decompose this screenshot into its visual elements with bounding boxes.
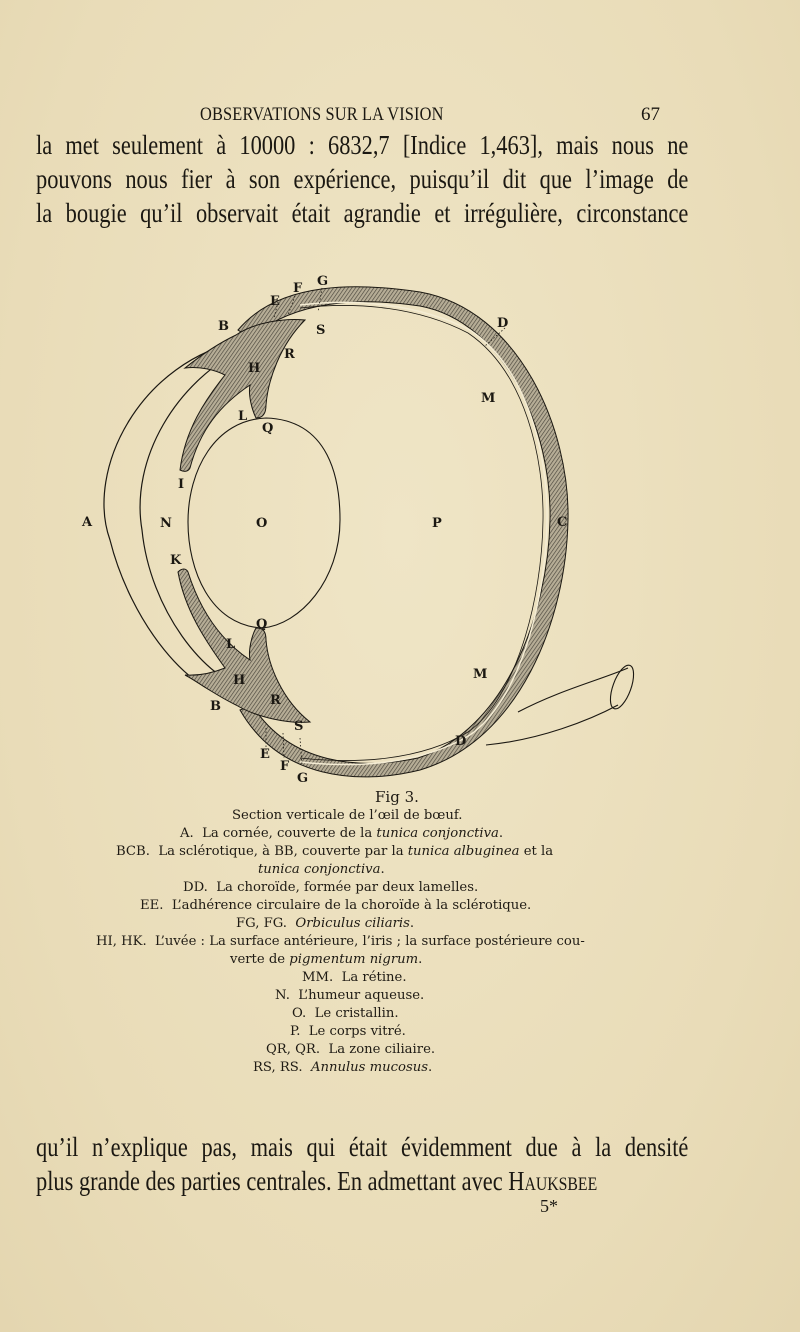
label-C: C [557,515,567,530]
eye-section-figure: A B B C D D E E F F G G H H I K L L M M … [0,250,800,790]
page-number: 67 [641,104,660,125]
running-title: OBSERVATIONS SUR LA VISION [200,104,444,125]
label-B-bottom: B [210,699,221,714]
label-F-top: F [293,281,303,296]
text-line: la met seulement à 10000 : 6832,7 [Indic… [36,130,689,160]
legend-item-HI-HK-cont: verte de pigmentum nigrum. [230,952,423,967]
text-line: qu’il n’explique pas, mais qui était évi… [36,1132,689,1162]
paragraph-bottom: qu’il n’explique pas, mais qui était évi… [36,1130,688,1198]
signature-mark: 5* [540,1196,558,1216]
cornea-inner-arc [139,344,251,691]
optic-nerve [485,667,629,746]
legend-item-A: A. La cornée, couverte de la tunica conj… [180,826,504,841]
legend-item-DD: DD. La choroïde, formée par deux lamelle… [183,880,479,895]
label-R-bottom: R [270,693,281,708]
label-Q-bottom: Q [256,617,267,632]
legend-item-O: O. Le cristallin. [292,1006,399,1021]
running-head: OBSERVATIONS SUR LA VISION 67 [0,104,800,128]
legend-item-N: N. L’humeur aqueuse. [275,988,425,1003]
text-line: la bougie qu’il observait était agrandie… [36,198,689,228]
label-K: K [170,553,182,568]
legend-item-QR: QR, QR. La zone ciliaire. [266,1042,436,1057]
figure-title: Section verticale de l’œil de bœuf. [232,808,463,823]
label-O: O [256,516,267,531]
legend-item-MM: MM. La rétine. [302,970,407,985]
label-B-top: B [218,319,229,334]
label-M-top: M [481,391,495,406]
label-D-bottom: D [455,734,466,749]
text-line: pouvons nous fier à son expérience, puis… [36,164,689,194]
label-E-top: E [270,294,280,309]
label-S-bottom: S [294,719,303,734]
label-P: P [432,516,442,531]
label-S-top: S [316,323,325,338]
label-I: I [178,477,184,492]
label-D-top: D [497,316,508,331]
label-F-bottom: F [280,759,290,774]
uvea-top [179,319,307,472]
label-M-bottom: M [473,667,487,682]
label-H-bottom: H [233,673,245,688]
legend-item-BCB: BCB. La sclérotique, à BB, couverte par … [116,844,554,859]
author-name: Hauksbee [508,1166,598,1196]
label-L-bottom: L [226,637,235,652]
legend-item-BCB-cont: tunica conjonctiva. [258,862,385,877]
uvea-bottom [177,568,312,723]
label-A: A [81,515,93,530]
legend-item-P: P. Le corps vitré. [290,1024,406,1039]
legend-item-RS: RS, RS. Annulus mucosus. [253,1060,433,1075]
label-Q-top: Q [262,421,273,436]
label-G-bottom: G [297,771,308,786]
label-N: N [160,516,172,531]
legend-item-FG: FG, FG. Orbiculus ciliaris. [236,916,415,931]
label-G-top: G [317,274,328,289]
paragraph-top: la met seulement à 10000 : 6832,7 [Indic… [36,128,688,230]
text-line: plus grande des parties centrales. En ad… [36,1166,598,1196]
figure-number: Fig 3. [375,788,419,806]
lens-circle [187,417,341,629]
legend-item-HI-HK: HI, HK. L’uvée : La surface antérieure, … [96,934,585,949]
optic-nerve-end [609,664,635,710]
label-H-top: H [248,361,260,376]
label-L-top: L [238,409,247,424]
legend-item-EE: EE. L’adhérence circulaire de la choroïd… [140,898,532,913]
label-R-top: R [284,347,295,362]
label-E-bottom: E [260,747,270,762]
eye-diagram-illustration: A B B C D D E E F F G G H H I K L L M M … [81,274,635,786]
retina-line [299,301,548,766]
